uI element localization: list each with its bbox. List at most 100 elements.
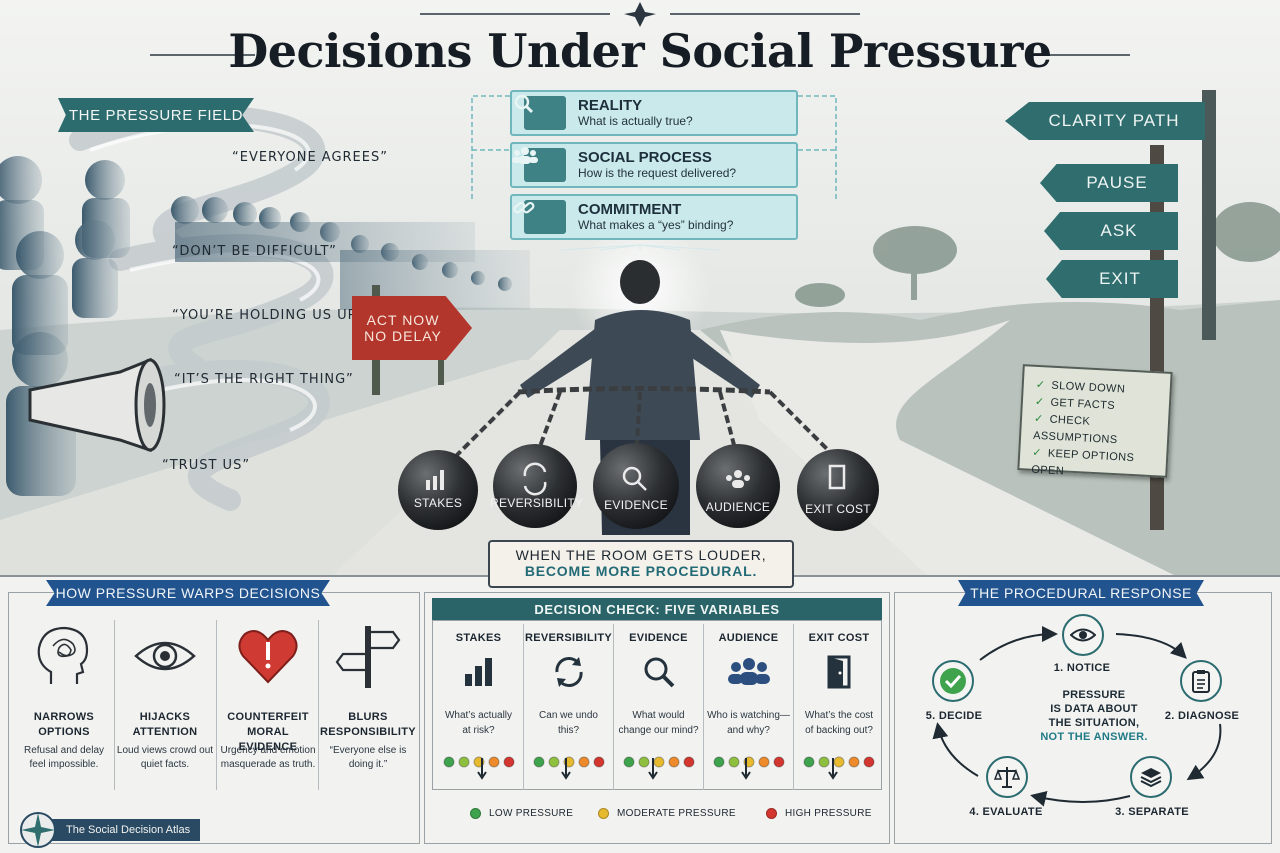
gauge-dot <box>728 756 740 768</box>
variable-name: EVIDENCE <box>629 632 688 644</box>
step-evaluate <box>986 756 1028 798</box>
legend-moderate: MODERATE PRESSURE <box>598 808 736 819</box>
group-icon <box>704 654 793 693</box>
check-icon: ✓ <box>1035 378 1046 392</box>
quote-holding-us-up: “YOU’RE HOLDING US UP” <box>172 308 365 323</box>
divider <box>318 620 319 790</box>
checklist-item: ✓KEEP OPTIONS OPEN <box>1031 446 1135 478</box>
gauge-pointer <box>477 758 487 780</box>
check-icon: ✓ <box>1033 412 1044 426</box>
weight-label-exit-cost: EXIT COST <box>805 502 871 516</box>
weight-evidence <box>593 443 679 529</box>
gauge-dot <box>668 756 680 768</box>
step-diagnose <box>1180 660 1222 702</box>
pressure-gauge <box>443 756 515 780</box>
layers-icon <box>1140 768 1162 788</box>
question-box-reality: REALITY What is actually true? <box>510 90 798 136</box>
gauge-dot <box>503 756 515 768</box>
gauge-dot <box>863 756 875 768</box>
gauge-dot <box>443 756 455 768</box>
weight-stakes <box>398 450 478 530</box>
heart-alert-icon <box>238 630 298 684</box>
step-label-separate: 3. SEPARATE <box>1115 806 1189 818</box>
tangled-head-icon <box>37 626 89 684</box>
exit-sign: EXIT <box>1046 260 1178 298</box>
procedural-banner: THE PROCEDURAL RESPONSE <box>958 580 1204 606</box>
clarity-checklist: ✓SLOW DOWN ✓GET FACTS ✓CHECK ASSUMPTIONS… <box>1017 364 1173 478</box>
question-box-social-process: SOCIAL PROCESS How is the request delive… <box>510 142 798 188</box>
legend-dot <box>470 808 481 819</box>
procedural-center-message: PRESSURE IS DATA ABOUT THE SITUATION, NO… <box>1040 689 1148 743</box>
megaphone-icon <box>28 357 166 453</box>
gauge-dot <box>683 756 695 768</box>
check-circle-icon <box>940 668 966 694</box>
pressure-gauge <box>533 756 605 780</box>
eye-icon <box>1070 628 1096 642</box>
divider <box>114 620 115 790</box>
weight-label-evidence: EVIDENCE <box>604 498 668 512</box>
quote-everyone-agrees: “EVERYONE AGREES” <box>232 150 388 165</box>
act-now-sign: ACT NOW NO DELAY <box>352 296 472 360</box>
quote-right-thing: “IT’S THE RIGHT THING” <box>174 372 354 387</box>
variable-name: REVERSIBILITY <box>524 632 613 644</box>
variable-name: AUDIENCE <box>718 632 779 644</box>
decision-check-panel <box>424 592 890 844</box>
quote-dont-be-difficult: “DON’T BE DIFFICULT” <box>172 244 337 259</box>
gauge-dot <box>578 756 590 768</box>
magnifier-icon <box>614 654 703 695</box>
bar-chart-icon <box>434 654 523 693</box>
variables-table <box>432 620 882 790</box>
compass-star-icon <box>624 2 656 27</box>
gauge-dot <box>773 756 785 768</box>
cycle-arrows-icon <box>524 654 613 695</box>
door-exit-icon <box>794 654 884 695</box>
gauge-dot <box>488 756 500 768</box>
gauge-pointer <box>828 758 838 780</box>
quote-trust-us: “TRUST US” <box>162 458 251 473</box>
clarity-path-sign: CLARITY PATH <box>1005 102 1205 140</box>
page-title: Decisions Under Social Pressure <box>228 24 1052 78</box>
gauge-dot <box>803 756 815 768</box>
legend-high: HIGH PRESSURE <box>766 808 872 819</box>
gauge-dot <box>548 756 560 768</box>
variable-name: EXIT COST <box>808 632 870 644</box>
gauge-pointer <box>741 758 751 780</box>
variable-name: STAKES <box>455 632 502 644</box>
pressure-gauge <box>713 756 785 780</box>
ask-sign: ASK <box>1044 212 1178 250</box>
step-notice <box>1062 614 1104 656</box>
step-label-diagnose: 2. DIAGNOSE <box>1164 710 1240 722</box>
gauge-dot <box>458 756 470 768</box>
step-decide <box>932 660 974 702</box>
weight-exit-cost <box>797 449 879 531</box>
gauge-dot <box>833 756 845 768</box>
pause-sign: PAUSE <box>1040 164 1178 202</box>
gauge-dot <box>653 756 665 768</box>
step-label-evaluate: 4. EVALUATE <box>969 806 1043 818</box>
compass-rose-icon <box>20 812 56 848</box>
step-label-notice: 1. NOTICE <box>1053 662 1111 674</box>
gauge-dot <box>848 756 860 768</box>
legend-dot <box>766 808 777 819</box>
check-icon: ✓ <box>1031 446 1043 460</box>
gauge-dot <box>638 756 650 768</box>
gauge-dot <box>623 756 635 768</box>
gauge-dot <box>758 756 770 768</box>
gauge-dot <box>713 756 725 768</box>
procedural-cycle-arrows <box>932 626 1222 807</box>
pressure-gauge <box>803 756 875 780</box>
warps-banner: HOW PRESSURE WARPS DECISIONS <box>46 580 330 606</box>
gauge-dot <box>818 756 830 768</box>
clipboard-icon <box>1192 670 1210 693</box>
check-icon: ✓ <box>1034 395 1045 409</box>
chain-link-icon <box>513 200 566 234</box>
step-label-decide: 5. DECIDE <box>925 710 983 722</box>
